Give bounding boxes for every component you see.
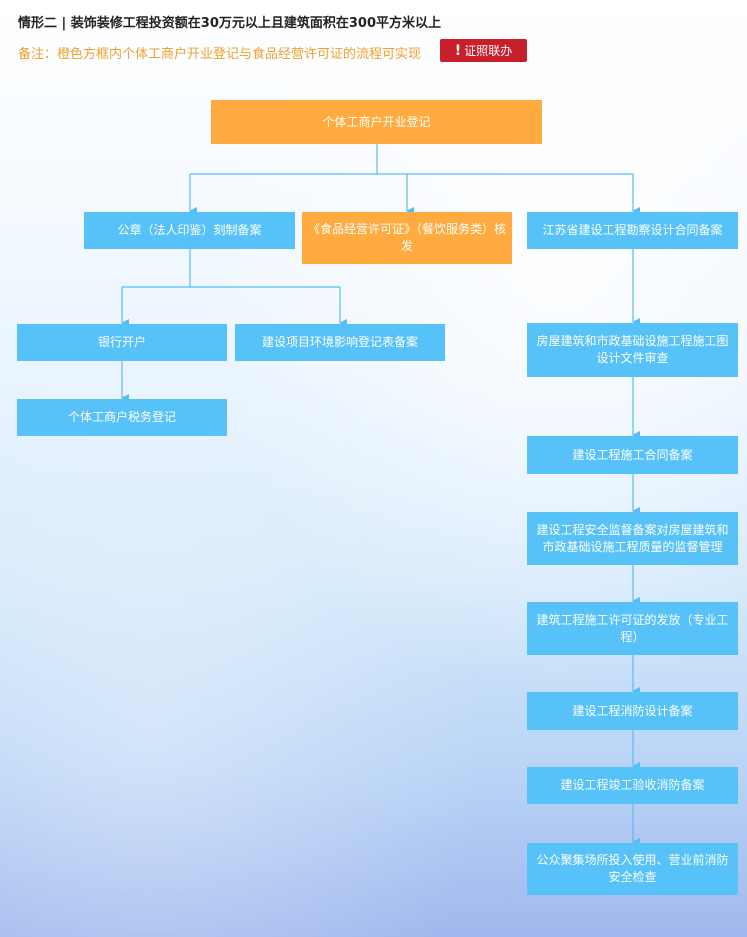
page-title: 情形二 | 装饰装修工程投资额在30万元以上且建筑面积在300平方米以上: [18, 16, 442, 31]
node-seal-filing: 公章（法人印鉴）刻制备案: [84, 212, 295, 249]
node-root-registration: 个体工商户开业登记: [211, 100, 542, 144]
exclamation-icon: !: [454, 42, 462, 59]
node-fire-design: 建设工程消防设计备案: [527, 692, 738, 730]
node-env-impact: 建设项目环境影响登记表备案: [235, 324, 445, 361]
node-survey-contract: 江苏省建设工程勘察设计合同备案: [527, 212, 738, 249]
node-bank-account: 银行开户: [17, 324, 227, 361]
node-construction-permit: 建筑工程施工许可证的发放（专业工程）: [527, 602, 738, 655]
node-tax-registration: 个体工商户税务登记: [17, 399, 227, 436]
node-fire-safety-check: 公众聚集场所投入使用、营业前消防安全检查: [527, 843, 738, 895]
node-safety-supervision: 建设工程安全监督备案对房屋建筑和市政基础设施工程质量的监督管理: [527, 512, 738, 565]
node-fire-acceptance: 建设工程竣工验收消防备案: [527, 767, 738, 804]
node-construction-contract: 建设工程施工合同备案: [527, 436, 738, 474]
badge-label: 证照联办: [464, 44, 513, 58]
joint-license-badge: ! 证照联办: [440, 39, 527, 62]
node-drawing-review: 房屋建筑和市政基础设施工程施工图设计文件审查: [527, 323, 738, 377]
note-text: 备注：橙色方框内个体工商户开业登记与食品经营许可证的流程可实现: [18, 47, 422, 62]
node-food-license: 《食品经营许可证》（餐饮服务类）核发: [302, 212, 512, 264]
